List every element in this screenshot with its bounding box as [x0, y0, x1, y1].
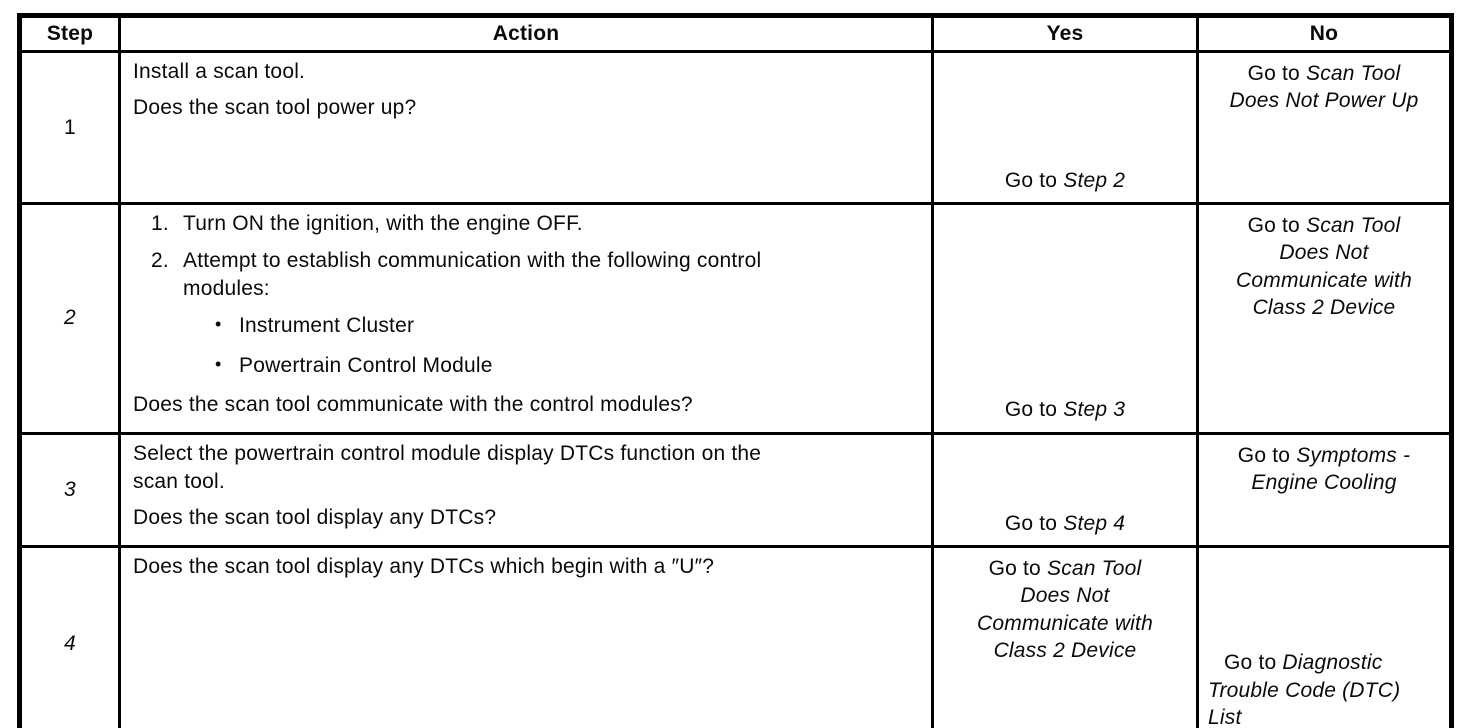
bullet-icon: •: [215, 314, 222, 335]
action-content: Select the powertrain control module dis…: [133, 440, 923, 532]
goto-reference: Go to Step 2: [940, 167, 1190, 194]
goto-line: Go to Step 2: [1004, 168, 1126, 192]
action-numbered-item: 2. Attempt to establish communication wit…: [151, 247, 923, 303]
list-number: 1.: [151, 212, 169, 235]
action-content: 1. Turn ON the ignition, with the engine …: [133, 210, 923, 419]
list-number: 2.: [151, 249, 169, 273]
goto-target: Class 2 Device: [993, 639, 1137, 663]
goto-line: Go to Symptoms -: [1237, 443, 1411, 467]
goto-target: Scan Tool: [1046, 557, 1142, 581]
goto-line: Communicate with: [1205, 267, 1443, 294]
goto-target: Step 4: [1063, 511, 1126, 535]
goto-reference: Go to Step 4: [940, 510, 1190, 537]
yes-cell: Go to Step 3: [931, 202, 1199, 435]
list-item-text: Turn ON the ignition, with the engine OF…: [183, 212, 583, 235]
goto-target: Scan Tool: [1305, 214, 1401, 237]
list-item-text: Attempt to establish communication with …: [183, 249, 762, 301]
goto-target: Class 2 Device: [1252, 295, 1396, 319]
column-header-no: No: [1196, 14, 1453, 53]
no-cell: Go to Symptoms - Engine Cooling: [1196, 431, 1453, 549]
table-row: 2 1. Turn ON the ignition, with the engine…: [18, 202, 1453, 435]
action-bullet-item: • Instrument Cluster: [215, 312, 923, 340]
goto-target: Symptoms -: [1296, 443, 1411, 467]
goto-reference: Go to Step 3: [940, 396, 1190, 423]
action-numbered-item: 1. Turn ON the ignition, with the engine …: [151, 210, 923, 238]
step-number: 4: [18, 545, 121, 728]
goto-line: Go to Step 3: [1004, 398, 1126, 422]
action-content: Does the scan tool display any DTCs whic…: [133, 553, 923, 581]
yes-cell: Go to Step 2: [931, 50, 1199, 205]
action-paragraph: Does the scan tool display any DTCs whic…: [133, 555, 715, 579]
column-header-action: Action: [118, 14, 934, 53]
goto-line: Go to Scan Tool: [988, 557, 1142, 581]
goto-target: Scan Tool: [1305, 62, 1401, 85]
action-content: Install a scan tool. Does the scan tool p…: [133, 58, 923, 122]
goto-target: Step 3: [1063, 398, 1126, 422]
action-cell: 1. Turn ON the ignition, with the engine …: [118, 202, 934, 435]
step-number: 3: [18, 431, 121, 549]
list-item-text: Powertrain Control Module: [239, 353, 493, 377]
action-paragraph: Does the scan tool power up?: [133, 96, 417, 120]
action-paragraph: Select the powertrain control module dis…: [133, 441, 762, 493]
bullet-icon: •: [215, 353, 222, 374]
goto-target: Does Not: [1020, 584, 1110, 608]
goto-target: Does Not Power Up: [1229, 89, 1419, 113]
action-paragraph: Install a scan tool.: [133, 60, 306, 83]
action-cell: Does the scan tool display any DTCs whic…: [118, 545, 934, 728]
column-header-step: Step: [18, 14, 121, 53]
goto-line: Class 2 Device: [940, 637, 1190, 664]
goto-line: Does Not Power Up: [1205, 87, 1443, 114]
goto-target: Diagnostic: [1282, 651, 1383, 675]
action-bullet-item: • Powertrain Control Module: [215, 352, 923, 380]
goto-line: Go to Step 4: [1004, 511, 1126, 535]
goto-target: Engine Cooling: [1251, 471, 1397, 495]
goto-line: List: [1208, 704, 1443, 728]
column-header-yes: Yes: [931, 14, 1199, 53]
action-paragraph: Does the scan tool display any DTCs?: [133, 506, 497, 529]
goto-line: Communicate with: [940, 610, 1190, 637]
goto-target: Communicate with: [977, 611, 1153, 635]
step-number: 2: [18, 202, 121, 435]
goto-line: Trouble Code (DTC): [1208, 677, 1443, 704]
goto-line: Engine Cooling: [1205, 469, 1443, 496]
goto-line: Does Not: [1205, 239, 1443, 266]
goto-line: Does Not: [940, 582, 1190, 609]
action-cell: Select the powertrain control module dis…: [118, 431, 934, 549]
goto-target: Communicate with: [1236, 268, 1412, 292]
goto-target: Trouble Code (DTC): [1208, 678, 1401, 702]
goto-line: Class 2 Device: [1205, 294, 1443, 321]
list-item-text: Instrument Cluster: [239, 314, 415, 338]
action-paragraph: Does the scan tool communicate with the …: [133, 392, 693, 416]
goto-line: Go to Diagnostic: [1224, 651, 1383, 675]
goto-line: Go to Scan Tool: [1247, 214, 1401, 237]
table-row: 1 Install a scan tool. Does the scan tool …: [18, 50, 1453, 205]
table-row: 4 Does the scan tool display any DTCs whi…: [18, 545, 1453, 728]
step-number: 1: [18, 50, 121, 205]
goto-line: Go to Scan Tool: [1247, 62, 1401, 85]
goto-reference: Go to Symptoms - Engine Cooling: [1205, 442, 1443, 497]
goto-target: Step 2: [1063, 168, 1126, 192]
yes-cell: Go to Step 4: [931, 431, 1199, 549]
goto-target: List: [1208, 705, 1242, 728]
action-cell: Install a scan tool. Does the scan tool p…: [118, 50, 934, 205]
goto-target: Does Not: [1279, 241, 1369, 265]
